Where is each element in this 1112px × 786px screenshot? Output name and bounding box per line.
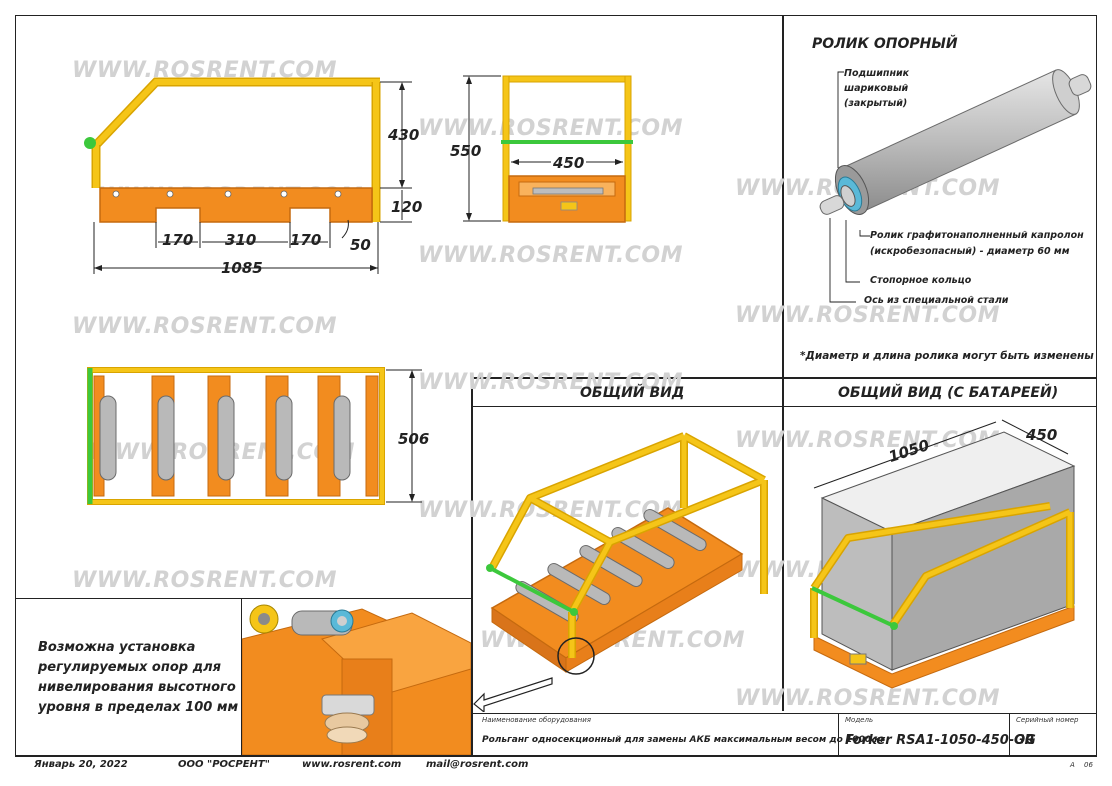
equipment-value: Рольганг односекционный для замены АКБ м… <box>482 735 885 745</box>
model-label: Модель <box>845 716 874 724</box>
top-view-drawing <box>87 367 422 505</box>
footer-company: ООО "РОСРЕНТ" <box>178 759 270 770</box>
watermark: WWW.ROSRENT.COM <box>735 686 1000 711</box>
title-block-divider-2 <box>1009 713 1011 756</box>
model-value: Forker RSA1-1050-450-OG <box>845 733 1036 748</box>
label-roller: (искробезопасный) - диаметр 60 мм <box>870 246 1070 257</box>
dim-side-height-base: 120 <box>391 198 423 216</box>
dim-battery-width: 450 <box>1026 426 1058 444</box>
dim-side-gap3: 170 <box>290 231 322 249</box>
closeup-drawing <box>242 604 471 755</box>
divider-view-panels <box>471 377 473 756</box>
watermark: WWW.ROSRENT.COM <box>72 568 337 593</box>
footer-line <box>15 756 1097 758</box>
watermark: WWW.ROSRENT.COM <box>735 303 1000 328</box>
battery-view-drawing <box>810 419 1076 689</box>
adjustable-note-line: Возможна установка <box>38 640 196 655</box>
front-view-drawing <box>463 75 633 223</box>
adjustable-note-line: уровня в пределах 100 мм <box>38 700 239 715</box>
watermark: WWW.ROSRENT.COM <box>418 243 683 268</box>
dim-side-gap2: 310 <box>225 231 257 249</box>
footer-date: Январь 20, 2022 <box>34 759 128 770</box>
battery-view-title: ОБЩИЙ ВИД (С БАТАРЕЕЙ) <box>838 385 1059 401</box>
adjustable-note-line: регулируемых опор для <box>38 660 221 675</box>
divider-view-titles <box>471 406 1097 408</box>
dim-top-width: 506 <box>398 430 430 448</box>
watermark: WWW.ROSRENT.COM <box>72 314 337 339</box>
side-view-drawing <box>84 77 412 274</box>
general-view-title: ОБЩИЙ ВИД <box>580 385 685 401</box>
sheet-number: 06 <box>1084 761 1093 769</box>
dim-side-gap1: 170 <box>162 231 194 249</box>
dim-side-height-frame: 430 <box>388 126 420 144</box>
dim-front-height: 550 <box>450 142 482 160</box>
divider-top-general <box>471 377 783 379</box>
watermark: WWW.ROSRENT.COM <box>735 428 1000 453</box>
footer-site[interactable]: www.rosrent.com <box>302 759 402 770</box>
label-axis: Ось из специальной стали <box>864 295 1009 306</box>
serial-value: GR <box>1014 733 1035 748</box>
dim-side-end: 50 <box>350 236 371 254</box>
label-bearing: шариковый <box>844 83 909 94</box>
watermark: WWW.ROSRENT.COM <box>418 116 683 141</box>
serial-label: Серийный номер <box>1016 716 1079 724</box>
watermark: WWW.ROSRENT.COM <box>418 370 683 395</box>
dim-front-width: 450 <box>551 154 587 172</box>
general-view-drawing <box>473 432 768 712</box>
adjustable-note-line: нивелирования высотного <box>38 680 236 695</box>
title-block-top-line <box>471 713 1097 715</box>
label-ring: Стопорное кольцо <box>870 275 972 286</box>
adjustable-note: Возможна установка регулируемых опор для… <box>38 638 238 718</box>
label-roller: Ролик графитонаполненный капролон <box>870 230 1084 241</box>
title-block-divider-1 <box>838 713 840 756</box>
footer-mail[interactable]: mail@rosrent.com <box>426 759 529 770</box>
equipment-label: Наименование оборудования <box>482 716 591 724</box>
sheet-format: А <box>1070 761 1075 769</box>
divider-roller-panel <box>782 377 1097 379</box>
divider-right-panel <box>782 15 784 711</box>
label-bearing: (закрытый) <box>844 98 908 109</box>
roller-detail-drawing <box>819 69 1092 303</box>
label-bearing: Подшипник <box>844 68 910 79</box>
dim-side-length: 1085 <box>221 259 263 277</box>
drawing-border <box>15 15 1097 756</box>
roller-detail-title: РОЛИК ОПОРНЫЙ <box>812 36 958 52</box>
roller-note: *Диаметр и длина ролика могут быть измен… <box>800 350 1094 362</box>
